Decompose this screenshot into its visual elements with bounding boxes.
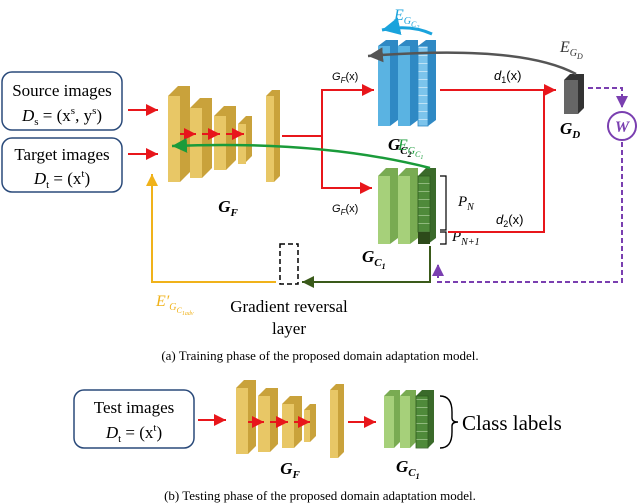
d2-label: d2(x) [496, 212, 523, 229]
gf-block-3 [214, 106, 236, 170]
gf-test-label: GF [280, 459, 300, 481]
gf-to-gc2-arrow [282, 84, 374, 137]
pn1-bracket [440, 231, 447, 245]
egc2-label: EGC2 [393, 7, 419, 31]
test-images-box: Test images Dt = (xt) [73, 389, 195, 449]
egc1-arrow [171, 137, 431, 170]
gf-block-1 [168, 86, 190, 182]
pn1-label: PN+1 [451, 229, 480, 248]
egc1-label: EGC1 [397, 137, 423, 161]
grl-label-line2: layer [272, 319, 306, 338]
egrev-arrow [146, 174, 276, 283]
pn-label: PN [457, 194, 475, 213]
gf-label: GF [218, 197, 238, 219]
source-images-box: Source images Ds = (xs, ys) [1, 71, 123, 131]
gf-block-5 [266, 90, 280, 182]
panel-a: Source images Ds = (xs, ys) Target image… [1, 7, 637, 363]
source-images-formula: Ds = (xs, ys) [21, 105, 102, 128]
classifier-gc1: GC1 [362, 168, 436, 271]
w-to-gc1-arrow [432, 142, 623, 283]
class-labels-brace [439, 395, 459, 449]
caption-a: (a) Training phase of the proposed domai… [161, 348, 478, 363]
gf-x-bottom-label: GF(x) [332, 203, 358, 217]
discriminator-gd: GD [560, 74, 584, 141]
target-images-title: Target images [14, 145, 109, 164]
caption-b: (b) Testing phase of the proposed domain… [164, 488, 476, 503]
classifier-gc1-test: GC1 [384, 390, 434, 481]
egd-arrow [367, 47, 577, 76]
feature-extractor-gf: GF [168, 86, 280, 219]
test-images-title: Test images [94, 398, 174, 417]
d1-label: d1(x) [494, 68, 521, 85]
target-images-box: Target images Dt = (xt) [1, 137, 123, 193]
gc2-label: GC2 [388, 135, 412, 159]
grl-label-line1: Gradient reversal [230, 297, 348, 316]
gc1-label: GC1 [362, 247, 386, 271]
gf-to-gc1-arrow [321, 136, 372, 194]
gc1-to-grl-arrow [302, 246, 431, 288]
gf-block-2 [190, 98, 212, 178]
egd-label: EGD [559, 39, 583, 61]
gc1-to-gd-arrow [448, 90, 545, 233]
gd-label: GD [560, 119, 580, 141]
egrev-label: E′GC1adv [155, 293, 194, 317]
source-images-title: Source images [12, 81, 112, 100]
gf-block-4 [238, 116, 252, 164]
panel-b: Test images Dt = (xt) GF GC1 Class label [73, 380, 562, 503]
feature-extractor-gf-test: GF [236, 380, 344, 481]
target-images-formula: Dt = (xt) [33, 168, 90, 191]
classifier-gc2: GC2 [378, 40, 436, 159]
pn-bracket [440, 175, 447, 231]
egc2-arrow [381, 17, 433, 36]
test-images-formula: Dt = (xt) [105, 422, 162, 445]
gf-x-top-label: GF(x) [332, 71, 358, 85]
class-labels-text: Class labels [462, 411, 562, 435]
gradient-reversal-box [279, 243, 299, 285]
w-circle [607, 111, 637, 141]
w-label: W [615, 119, 631, 136]
gd-to-w-arrow [588, 87, 628, 108]
gc1-test-label: GC1 [396, 457, 420, 481]
